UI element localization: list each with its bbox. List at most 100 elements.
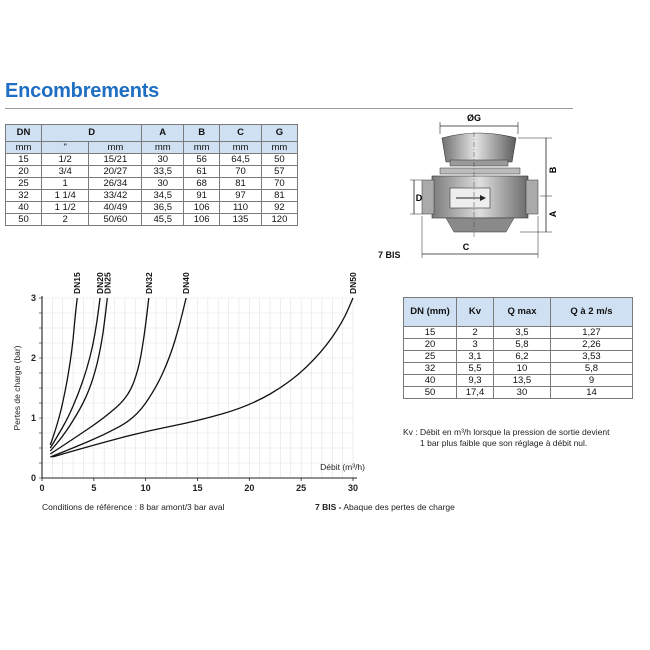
series-line-dn50 — [52, 297, 354, 458]
title-divider — [5, 108, 573, 109]
dimension-cell: 61 — [183, 165, 221, 178]
drawing-figure-label: 7 BIS — [378, 250, 401, 260]
col-header-dn: DN (mm) — [403, 297, 457, 327]
flow-cell: 2,26 — [549, 338, 634, 351]
abaque-caption-text: Abaque des pertes de charge — [341, 502, 455, 512]
series-line-dn20 — [49, 297, 101, 449]
dimension-cell: 135 — [219, 213, 262, 226]
x-tick-label: 0 — [39, 483, 44, 493]
dimension-cell: 120 — [260, 213, 299, 226]
x-tick-label: 30 — [348, 483, 358, 493]
dimension-cell: 56 — [183, 153, 221, 166]
dimension-cell: 30 — [141, 153, 185, 166]
col-header-g: G — [260, 124, 299, 142]
dim-label-b: B — [548, 166, 558, 173]
flow-cell: 25 — [403, 350, 457, 363]
flow-cell: 2 — [456, 326, 494, 339]
dimension-cell: 1 1/2 — [40, 201, 90, 214]
col-header-kv: Kv — [456, 297, 494, 327]
flow-cell: 1,27 — [549, 326, 634, 339]
dim-label-c: C — [463, 242, 470, 252]
flow-cell: 9 — [549, 374, 634, 387]
flow-cell: 15 — [403, 326, 457, 339]
dimension-cell: 3/4 — [40, 165, 90, 178]
flow-cell: 3,1 — [456, 350, 494, 363]
dimension-cell: 68 — [183, 177, 221, 190]
flow-cell: 10 — [492, 362, 551, 375]
flow-cell: 5,5 — [456, 362, 494, 375]
dimension-cell: 40 — [5, 201, 42, 214]
dimension-cell: 50 — [260, 153, 299, 166]
unit-cell: mm — [88, 141, 143, 154]
series-label-dn40: DN40 — [181, 272, 191, 294]
dimension-cell: 45,5 — [141, 213, 185, 226]
unit-cell: mm — [219, 141, 262, 154]
col-header-d: D — [40, 124, 143, 142]
dimension-cell: 81 — [260, 189, 299, 202]
flow-cell: 14 — [549, 386, 634, 399]
dimension-cell: 50/60 — [88, 213, 143, 226]
dimension-cell: 33,5 — [141, 165, 185, 178]
flow-cell: 5,8 — [549, 362, 634, 375]
flow-cell: 9,3 — [456, 374, 494, 387]
dimension-cell: 32 — [5, 189, 42, 202]
x-tick-label: 20 — [244, 483, 254, 493]
series-line-dn25 — [49, 297, 108, 452]
flow-cell: 32 — [403, 362, 457, 375]
dimension-cell: 106 — [183, 213, 221, 226]
x-tick-label: 25 — [296, 483, 306, 493]
dimension-cell: 40/49 — [88, 201, 143, 214]
col-header-dn: DN — [5, 124, 42, 142]
dimension-cell: 106 — [183, 201, 221, 214]
dimension-cell: 33/42 — [88, 189, 143, 202]
series-label-dn15: DN15 — [72, 272, 82, 294]
y-tick-label: 2 — [31, 353, 36, 363]
abaque-caption: 7 BIS - Abaque des pertes de charge — [315, 502, 455, 512]
flow-cell: 3 — [456, 338, 494, 351]
flow-cell: 20 — [403, 338, 457, 351]
dimension-cell: 20 — [5, 165, 42, 178]
abaque-figure-label: 7 BIS - — [315, 502, 342, 512]
dimension-cell: 97 — [219, 189, 262, 202]
valve-dimension-drawing: ØG B A D C — [410, 113, 558, 258]
series-label-dn20: DN20 — [95, 272, 105, 294]
kv-note-line-1: Kv : Débit en m³/h lorsque la pression d… — [403, 427, 610, 437]
dimension-cell: 110 — [219, 201, 262, 214]
dimension-cell: 1 1/4 — [40, 189, 90, 202]
dim-label-a: A — [548, 210, 558, 217]
series-line-dn32 — [49, 297, 150, 455]
y-tick-label: 3 — [31, 293, 36, 303]
dimension-cell: 91 — [183, 189, 221, 202]
x-tick-label: 5 — [91, 483, 96, 493]
units-row: mm " mm mm mm mm mm — [5, 141, 299, 154]
dimension-cell: 15 — [5, 153, 42, 166]
series-label-dn25: DN25 — [102, 272, 112, 294]
col-header-a: A — [141, 124, 185, 142]
series-label-dn50: DN50 — [348, 272, 358, 294]
chart-grid — [41, 297, 354, 479]
col-header-qmax: Q max — [492, 297, 551, 327]
flow-cell: 13,5 — [492, 374, 551, 387]
y-tick-label: 1 — [31, 413, 36, 423]
col-header-c: C — [219, 124, 262, 142]
y-axis-label: Pertes de charge (bar) — [12, 345, 22, 430]
dimension-cell: 25 — [5, 177, 42, 190]
page-title: Encombrements — [5, 80, 160, 102]
x-axis-label: Débit (m³/h) — [320, 462, 365, 472]
dimension-cell: 70 — [219, 165, 262, 178]
